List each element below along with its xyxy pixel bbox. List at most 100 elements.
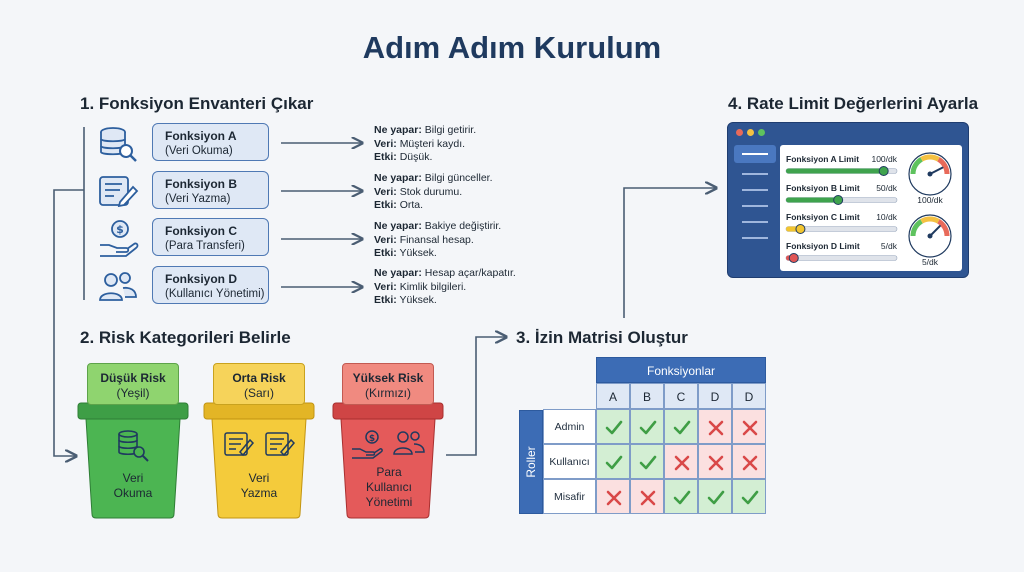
data-label: Veri: bbox=[374, 185, 397, 198]
limit-value: 5/dk bbox=[881, 241, 898, 251]
rate-limit-window bbox=[727, 122, 969, 278]
page-title: Adım Adım Kurulum bbox=[362, 30, 662, 65]
sidebar-item[interactable] bbox=[742, 173, 768, 175]
check-icon[interactable] bbox=[732, 479, 766, 514]
check-icon[interactable] bbox=[664, 409, 698, 444]
check-icon[interactable] bbox=[698, 479, 732, 514]
does-text: Bilgi getirir. bbox=[424, 124, 477, 136]
check-icon[interactable] bbox=[630, 444, 664, 479]
gauge-arc bbox=[920, 216, 940, 224]
bucket-line: Yönetimi bbox=[365, 495, 413, 509]
close-dot-icon[interactable] bbox=[736, 129, 743, 136]
risk-title: Orta Risk bbox=[232, 371, 286, 385]
gauge-arc bbox=[910, 157, 923, 175]
risk-sub: (Kırmızı) bbox=[365, 386, 411, 400]
matrix-row-header: Kullanıcı bbox=[543, 444, 596, 479]
tag-medium-risk: Orta Risk (Sarı) bbox=[213, 363, 305, 405]
step1-heading: 1. Fonksiyon Envanteri Çıkar bbox=[80, 94, 314, 113]
window-controls bbox=[736, 129, 765, 136]
bucket-high-risk bbox=[332, 402, 444, 519]
does-label: Ne yapar: bbox=[374, 267, 422, 279]
users-icon bbox=[99, 272, 137, 301]
users-icon bbox=[393, 431, 425, 455]
window-sidebar bbox=[734, 145, 776, 271]
matrix-col-header: D bbox=[732, 383, 766, 409]
matrix-col-group: Fonksiyonlar bbox=[596, 357, 766, 383]
gauge-rim bbox=[908, 214, 952, 258]
check-icon[interactable] bbox=[596, 409, 630, 444]
function-box-c[interactable]: Fonksiyon C (Para Transferi) bbox=[152, 218, 269, 256]
gauge-arc bbox=[910, 219, 923, 237]
cross-icon[interactable] bbox=[596, 479, 630, 514]
cross-icon[interactable] bbox=[630, 479, 664, 514]
check-icon[interactable] bbox=[596, 444, 630, 479]
gauge-hub bbox=[927, 171, 933, 177]
money-transfer-icon: $ bbox=[100, 220, 139, 257]
step3-heading: 3. İzin Matrisi Oluştur bbox=[516, 328, 688, 347]
does-label: Ne yapar: bbox=[374, 124, 422, 136]
function-name: Fonksiyon B bbox=[165, 177, 238, 191]
matrix-row-group-bar: Roller bbox=[519, 410, 543, 514]
bucket-line: Veri bbox=[122, 471, 144, 485]
matrix-col-header: C bbox=[664, 383, 698, 409]
matrix-row-header: Misafir bbox=[543, 479, 596, 514]
function-sub: (Kullanıcı Yönetimi) bbox=[165, 288, 265, 300]
cross-icon[interactable] bbox=[732, 409, 766, 444]
bucket-line: Para bbox=[376, 465, 402, 479]
svg-text:$: $ bbox=[116, 223, 124, 236]
sidebar-item[interactable] bbox=[742, 237, 768, 239]
document-edit-icon bbox=[224, 432, 296, 457]
risk-sub: (Yeşil) bbox=[116, 386, 150, 400]
limit-value: 50/dk bbox=[876, 183, 898, 193]
function-box-d[interactable]: Fonksiyon D (Kullanıcı Yönetimi) bbox=[152, 266, 269, 304]
function-sub: (Veri Okuma) bbox=[165, 145, 233, 157]
cross-icon[interactable] bbox=[732, 444, 766, 479]
cross-icon[interactable] bbox=[664, 444, 698, 479]
data-text: Finansal hesap. bbox=[399, 233, 474, 246]
gauge-rim bbox=[908, 152, 952, 196]
sidebar-item[interactable] bbox=[742, 205, 768, 207]
limit-label: Fonksiyon C Limit bbox=[786, 212, 860, 222]
data-label: Veri: bbox=[374, 280, 397, 293]
function-desc-c: Ne yapar: Bakiye değiştirir. Veri: Finan… bbox=[374, 220, 501, 261]
function-desc-d: Ne yapar: Hesap açar/kapatır. Veri: Kiml… bbox=[374, 267, 516, 308]
sidebar-item-active[interactable] bbox=[734, 145, 776, 163]
slider-knob[interactable] bbox=[878, 166, 889, 176]
slider-knob[interactable] bbox=[788, 253, 799, 263]
check-icon[interactable] bbox=[630, 409, 664, 444]
cross-icon[interactable] bbox=[698, 409, 732, 444]
cross-icon[interactable] bbox=[698, 444, 732, 479]
bucket-line: Kullanıcı bbox=[365, 480, 413, 494]
step2-heading: 2. Risk Kategorileri Belirle bbox=[80, 328, 291, 347]
limit-value: 10/dk bbox=[876, 212, 898, 222]
does-label: Ne yapar: bbox=[374, 172, 422, 184]
risk-title: Düşük Risk bbox=[100, 371, 166, 385]
maximize-dot-icon[interactable] bbox=[758, 129, 765, 136]
tag-low-risk: Düşük Risk (Yeşil) bbox=[87, 363, 179, 405]
function-box-b[interactable]: Fonksiyon B (Veri Yazma) bbox=[152, 171, 269, 209]
database-search-icon bbox=[100, 127, 137, 162]
bucket-low-label: Veri Okuma bbox=[93, 471, 173, 501]
sidebar-item[interactable] bbox=[742, 189, 768, 191]
impact-label: Etki: bbox=[374, 151, 397, 163]
svg-text:$: $ bbox=[369, 434, 375, 444]
slider-knob[interactable] bbox=[795, 224, 806, 234]
limit-label: Fonksiyon A Limit bbox=[786, 154, 859, 164]
matrix-col-header: B bbox=[630, 383, 664, 409]
impact-label: Etki: bbox=[374, 247, 397, 259]
impact-label: Etki: bbox=[374, 199, 397, 211]
risk-title: Yüksek Risk bbox=[352, 371, 424, 385]
minimize-dot-icon[interactable] bbox=[747, 129, 754, 136]
bucket-medium-label: Veri Yazma bbox=[219, 471, 299, 501]
does-text: Bakiye değiştirir. bbox=[424, 220, 502, 232]
function-box-a[interactable]: Fonksiyon A (Veri Okuma) bbox=[152, 123, 269, 161]
bucket-high-label: Para Kullanıcı Yönetimi bbox=[344, 465, 434, 510]
sidebar-item[interactable] bbox=[742, 221, 768, 223]
limit-label: Fonksiyon D Limit bbox=[786, 241, 860, 251]
does-text: Bilgi günceller. bbox=[424, 172, 493, 184]
check-icon[interactable] bbox=[664, 479, 698, 514]
step4-heading: 4. Rate Limit Değerlerini Ayarla bbox=[728, 94, 979, 113]
slider-knob[interactable] bbox=[833, 195, 844, 205]
